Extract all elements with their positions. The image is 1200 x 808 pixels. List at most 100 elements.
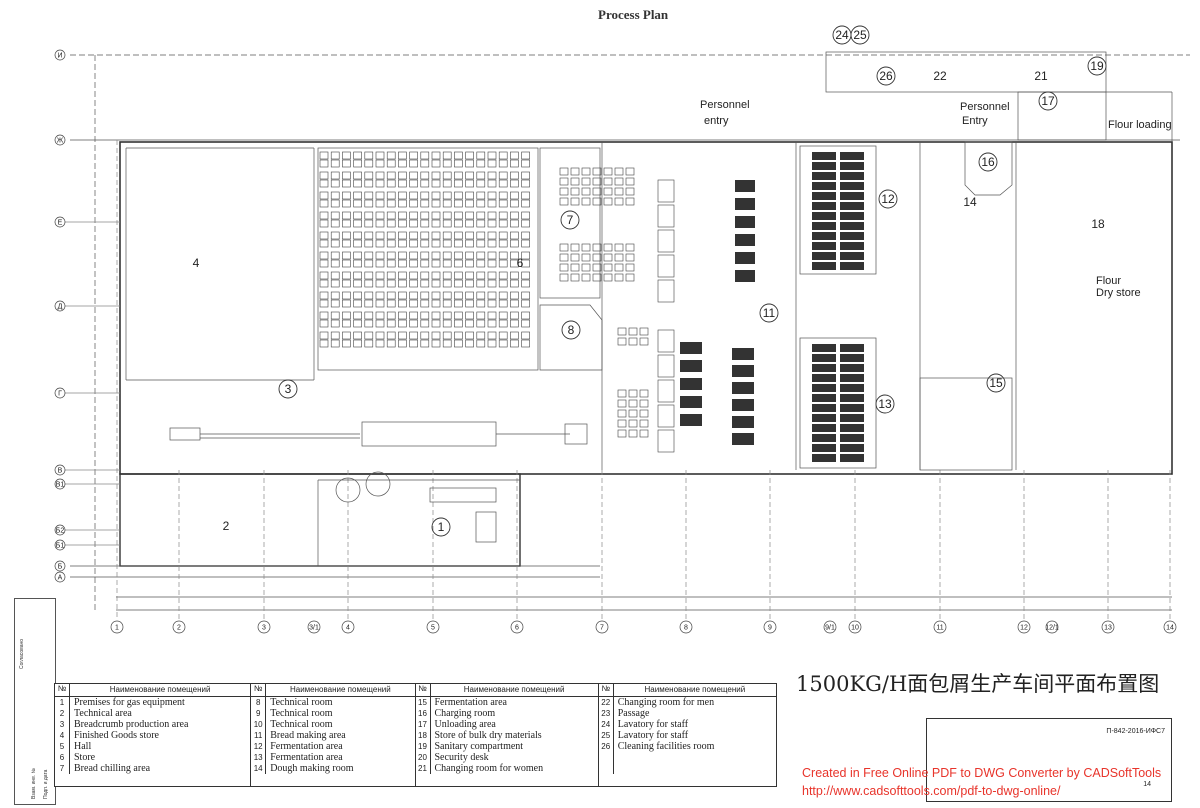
rack: [431, 219, 441, 228]
rack: [319, 239, 329, 248]
rack: [330, 339, 340, 348]
rack: [398, 331, 407, 340]
rack: [487, 159, 497, 168]
rack: [614, 167, 624, 176]
rack: [510, 239, 519, 248]
rack: [375, 291, 385, 300]
rack: [487, 331, 497, 340]
rack: [330, 271, 340, 280]
rack: [364, 299, 374, 308]
proofer-cabinet: [840, 192, 864, 200]
rack: [454, 259, 463, 268]
rack: [465, 191, 474, 200]
rack: [442, 239, 452, 248]
rack: [409, 291, 418, 300]
rack: [386, 239, 396, 248]
rack: [592, 253, 602, 262]
rack: [592, 263, 602, 272]
flour-loading-label: Flour loading: [1108, 119, 1172, 131]
rack: [603, 197, 613, 206]
rack: [431, 199, 441, 208]
rack: [476, 259, 486, 268]
rack: [476, 319, 486, 328]
rack: [442, 311, 452, 320]
rack: [487, 319, 497, 328]
rack: [420, 171, 430, 180]
rack: [442, 191, 452, 200]
rack: [510, 331, 519, 340]
rack: [487, 271, 497, 280]
axis-bubble: [54, 560, 66, 572]
rack: [454, 319, 463, 328]
rack: [442, 219, 452, 228]
proofer-cabinet: [812, 364, 836, 372]
rack: [628, 327, 638, 336]
rack: [409, 199, 418, 208]
axis-bubble: [54, 134, 66, 146]
rack: [510, 339, 519, 348]
rack: [386, 339, 396, 348]
rack: [521, 179, 530, 188]
rack: [581, 253, 591, 262]
rack: [617, 389, 627, 398]
rack: [364, 291, 374, 300]
legend-row: [599, 752, 776, 763]
rack: [375, 199, 385, 208]
rack: [375, 231, 385, 240]
rack: [319, 311, 329, 320]
rack: [570, 253, 580, 262]
rack: [420, 311, 430, 320]
rack: [375, 311, 385, 320]
rack: [454, 191, 463, 200]
rack: [628, 429, 638, 438]
rack: [386, 291, 396, 300]
rack: [614, 177, 624, 186]
proofer-cabinet: [812, 434, 836, 442]
rack: [409, 219, 418, 228]
rack: [521, 151, 530, 160]
rack: [442, 271, 452, 280]
rack: [386, 259, 396, 268]
rack: [409, 179, 418, 188]
rack: [510, 259, 519, 268]
proofer-cabinet: [812, 162, 836, 170]
rack: [420, 199, 430, 208]
rack: [603, 167, 613, 176]
rack: [319, 291, 329, 300]
rack: [431, 151, 441, 160]
oven-unit: [680, 414, 702, 426]
rack: [639, 327, 649, 336]
rack: [476, 151, 486, 160]
rack: [375, 331, 385, 340]
rack: [420, 151, 430, 160]
rack: [319, 319, 329, 328]
axis-number: 8: [684, 625, 688, 632]
rack: [330, 179, 340, 188]
room-number: 14: [963, 195, 977, 209]
rack: [409, 271, 418, 280]
rack: [628, 409, 638, 418]
room-marker: [431, 517, 451, 537]
axis-bubble: [54, 539, 66, 551]
rack: [442, 279, 452, 288]
rack: [364, 259, 374, 268]
rack: [409, 299, 418, 308]
rack: [510, 299, 519, 308]
oven-unit: [735, 216, 755, 228]
rack: [476, 179, 486, 188]
rack: [476, 171, 486, 180]
rack: [614, 243, 624, 252]
rack: [570, 243, 580, 252]
rack: [386, 231, 396, 240]
fermentation-box: [657, 229, 675, 253]
rack: [353, 151, 362, 160]
room-marker: [759, 303, 779, 323]
rack: [375, 251, 385, 260]
rack: [476, 251, 486, 260]
rack: [581, 263, 591, 272]
rack: [353, 179, 362, 188]
rack: [639, 399, 649, 408]
